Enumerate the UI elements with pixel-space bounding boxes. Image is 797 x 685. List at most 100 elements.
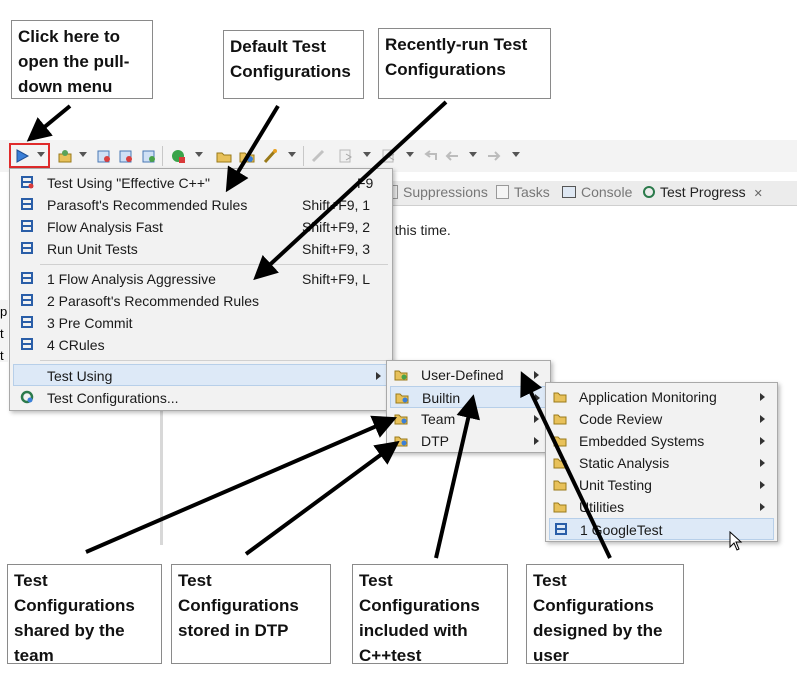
arrow-user (520, 371, 612, 559)
callout-pulldown-text: Click here to open the pull-down menu (18, 27, 130, 96)
menu-item-label: Embedded Systems (579, 433, 705, 449)
menu-item-recent-1[interactable]: 1 Flow Analysis Aggressive Shift+F9, L (10, 268, 392, 290)
last-edit-icon[interactable] (422, 148, 438, 164)
next-annotation-icon[interactable] (338, 148, 354, 164)
callout-recent-configs: Recently-run Test Configurations (378, 28, 551, 99)
test-config-icon (20, 219, 34, 233)
menu-item-label: Test Using "Effective C++" (47, 175, 210, 191)
tab-console[interactable]: Console (562, 184, 632, 200)
forward-arrow-icon[interactable] (486, 148, 502, 164)
back-arrow-icon[interactable] (444, 148, 460, 164)
arrow-team (85, 415, 398, 554)
wand-dropdown-chevron-down-icon[interactable] (288, 152, 296, 157)
user-folder-icon (394, 367, 408, 381)
team-dropdown-chevron-down-icon[interactable] (79, 152, 87, 157)
menu-item-label: Team (421, 411, 456, 427)
menu-item-recent-2[interactable]: 2 Parasoft's Recommended Rules (10, 290, 392, 312)
debug-dropdown-chevron-down-icon[interactable] (195, 152, 203, 157)
test-config-icon (554, 522, 568, 536)
builtin-item-utilities[interactable]: Utilities (546, 496, 777, 518)
run-button-highlight (9, 143, 50, 168)
menu-separator (40, 264, 388, 265)
menu-item-label: 4 CRules (47, 337, 105, 353)
submenu-item-dtp[interactable]: DTP (387, 430, 550, 452)
menu-item-recent-3[interactable]: 3 Pre Commit (10, 312, 392, 334)
submenu-arrow-icon (534, 437, 539, 445)
test-config-icon (20, 175, 34, 189)
submenu-arrow-icon (760, 393, 765, 401)
callout-pulldown: Click here to open the pull-down menu (11, 20, 153, 99)
arrow-builtin (434, 394, 481, 559)
test-config-icon (20, 197, 34, 211)
builtin-item-embedded-systems[interactable]: Embedded Systems (546, 430, 777, 452)
menu-item-test-using[interactable]: Test Using (13, 364, 389, 386)
builtin-item-unit-testing[interactable]: Unit Testing (546, 474, 777, 496)
menu-item-label: Builtin (422, 390, 461, 406)
callout-user-text: Test Configurations designed by the user (533, 571, 663, 665)
left-stub-text: p (0, 304, 8, 319)
menu-item-shortcut: Shift+F9, 3 (302, 241, 371, 257)
submenu-item-team[interactable]: Team (387, 408, 550, 430)
tab-test-progress[interactable]: Test Progress ✕ (643, 184, 763, 200)
left-stub-text: t (0, 326, 4, 341)
back-chevron-down-icon[interactable] (469, 152, 477, 157)
menu-item-label: User-Defined (421, 367, 504, 383)
menu-item-label: Code Review (579, 411, 663, 427)
callout-default-configs-text: Default Test Configurations (230, 37, 351, 81)
toolbar-separator (303, 146, 304, 166)
forward-chevron-down-icon[interactable] (512, 152, 520, 157)
menu-item-label: Run Unit Tests (47, 241, 138, 257)
arrow-default-configs (225, 104, 280, 193)
wand-icon[interactable] (262, 148, 278, 164)
submenu-arrow-icon (534, 415, 539, 423)
mouse-cursor-icon (729, 530, 743, 556)
menu-item-label: 3 Pre Commit (47, 315, 133, 331)
arrow-dtp (244, 440, 400, 556)
submenu-arrow-icon (760, 481, 765, 489)
edit-pencil-icon[interactable] (310, 148, 326, 164)
run-test-icon[interactable] (14, 148, 30, 164)
menu-item-label: 1 Flow Analysis Aggressive (47, 271, 216, 287)
menu-item-label: Flow Analysis Fast (47, 219, 163, 235)
config-tool-c-icon[interactable] (141, 148, 157, 164)
tab-close-icon[interactable]: ✕ (753, 188, 763, 200)
test-config-icon (20, 315, 34, 329)
callout-team: Test Configurations shared by the team (7, 564, 162, 665)
builtin-submenu: Application Monitoring Code Review Embed… (545, 382, 778, 542)
config-tool-b-icon[interactable] (118, 148, 134, 164)
menu-item-label: Static Analysis (579, 455, 670, 471)
builtin-folder-icon (395, 390, 409, 404)
test-config-icon (20, 337, 34, 351)
toolbar-separator (162, 146, 163, 166)
config-tool-a-icon[interactable] (96, 148, 112, 164)
open-folder-icon[interactable] (216, 148, 232, 164)
menu-item-test-configurations[interactable]: Test Configurations... (10, 387, 392, 409)
builtin-item-application-monitoring[interactable]: Application Monitoring (546, 386, 777, 408)
arrow-pulldown (26, 104, 72, 142)
submenu-arrow-icon (760, 459, 765, 467)
tab-console-label: Console (581, 184, 633, 200)
submenu-arrow-icon (760, 503, 765, 511)
builtin-item-code-review[interactable]: Code Review (546, 408, 777, 430)
run-dropdown-chevron-down-icon[interactable] (37, 152, 45, 157)
tasks-icon (496, 185, 509, 199)
menu-item-label: DTP (421, 433, 449, 449)
callout-team-text: Test Configurations shared by the team (14, 571, 135, 665)
callout-recent-configs-text: Recently-run Test Configurations (385, 35, 528, 79)
submenu-arrow-icon (535, 394, 540, 402)
tab-suppressions-label: Suppressions (403, 184, 488, 200)
menu-item-label: Application Monitoring (579, 389, 717, 405)
tab-tasks[interactable]: Tasks (496, 184, 550, 200)
menu-item-flow-analysis-fast[interactable]: Flow Analysis Fast Shift+F9, 2 (10, 216, 392, 238)
menu-item-label: Unit Testing (579, 477, 652, 493)
editor-message: t this time. (387, 222, 451, 238)
debug-run-icon[interactable] (170, 148, 186, 164)
prev-annotation-chevron-down-icon[interactable] (406, 152, 414, 157)
team-config-icon[interactable] (57, 148, 73, 164)
menu-item-run-unit-tests[interactable]: Run Unit Tests Shift+F9, 3 (10, 238, 392, 260)
menu-item-recent-4[interactable]: 4 CRules (10, 334, 392, 356)
next-annotation-chevron-down-icon[interactable] (363, 152, 371, 157)
submenu-arrow-icon (760, 437, 765, 445)
tab-test-progress-label: Test Progress (660, 184, 746, 200)
menu-item-label: Parasoft's Recommended Rules (47, 197, 248, 213)
